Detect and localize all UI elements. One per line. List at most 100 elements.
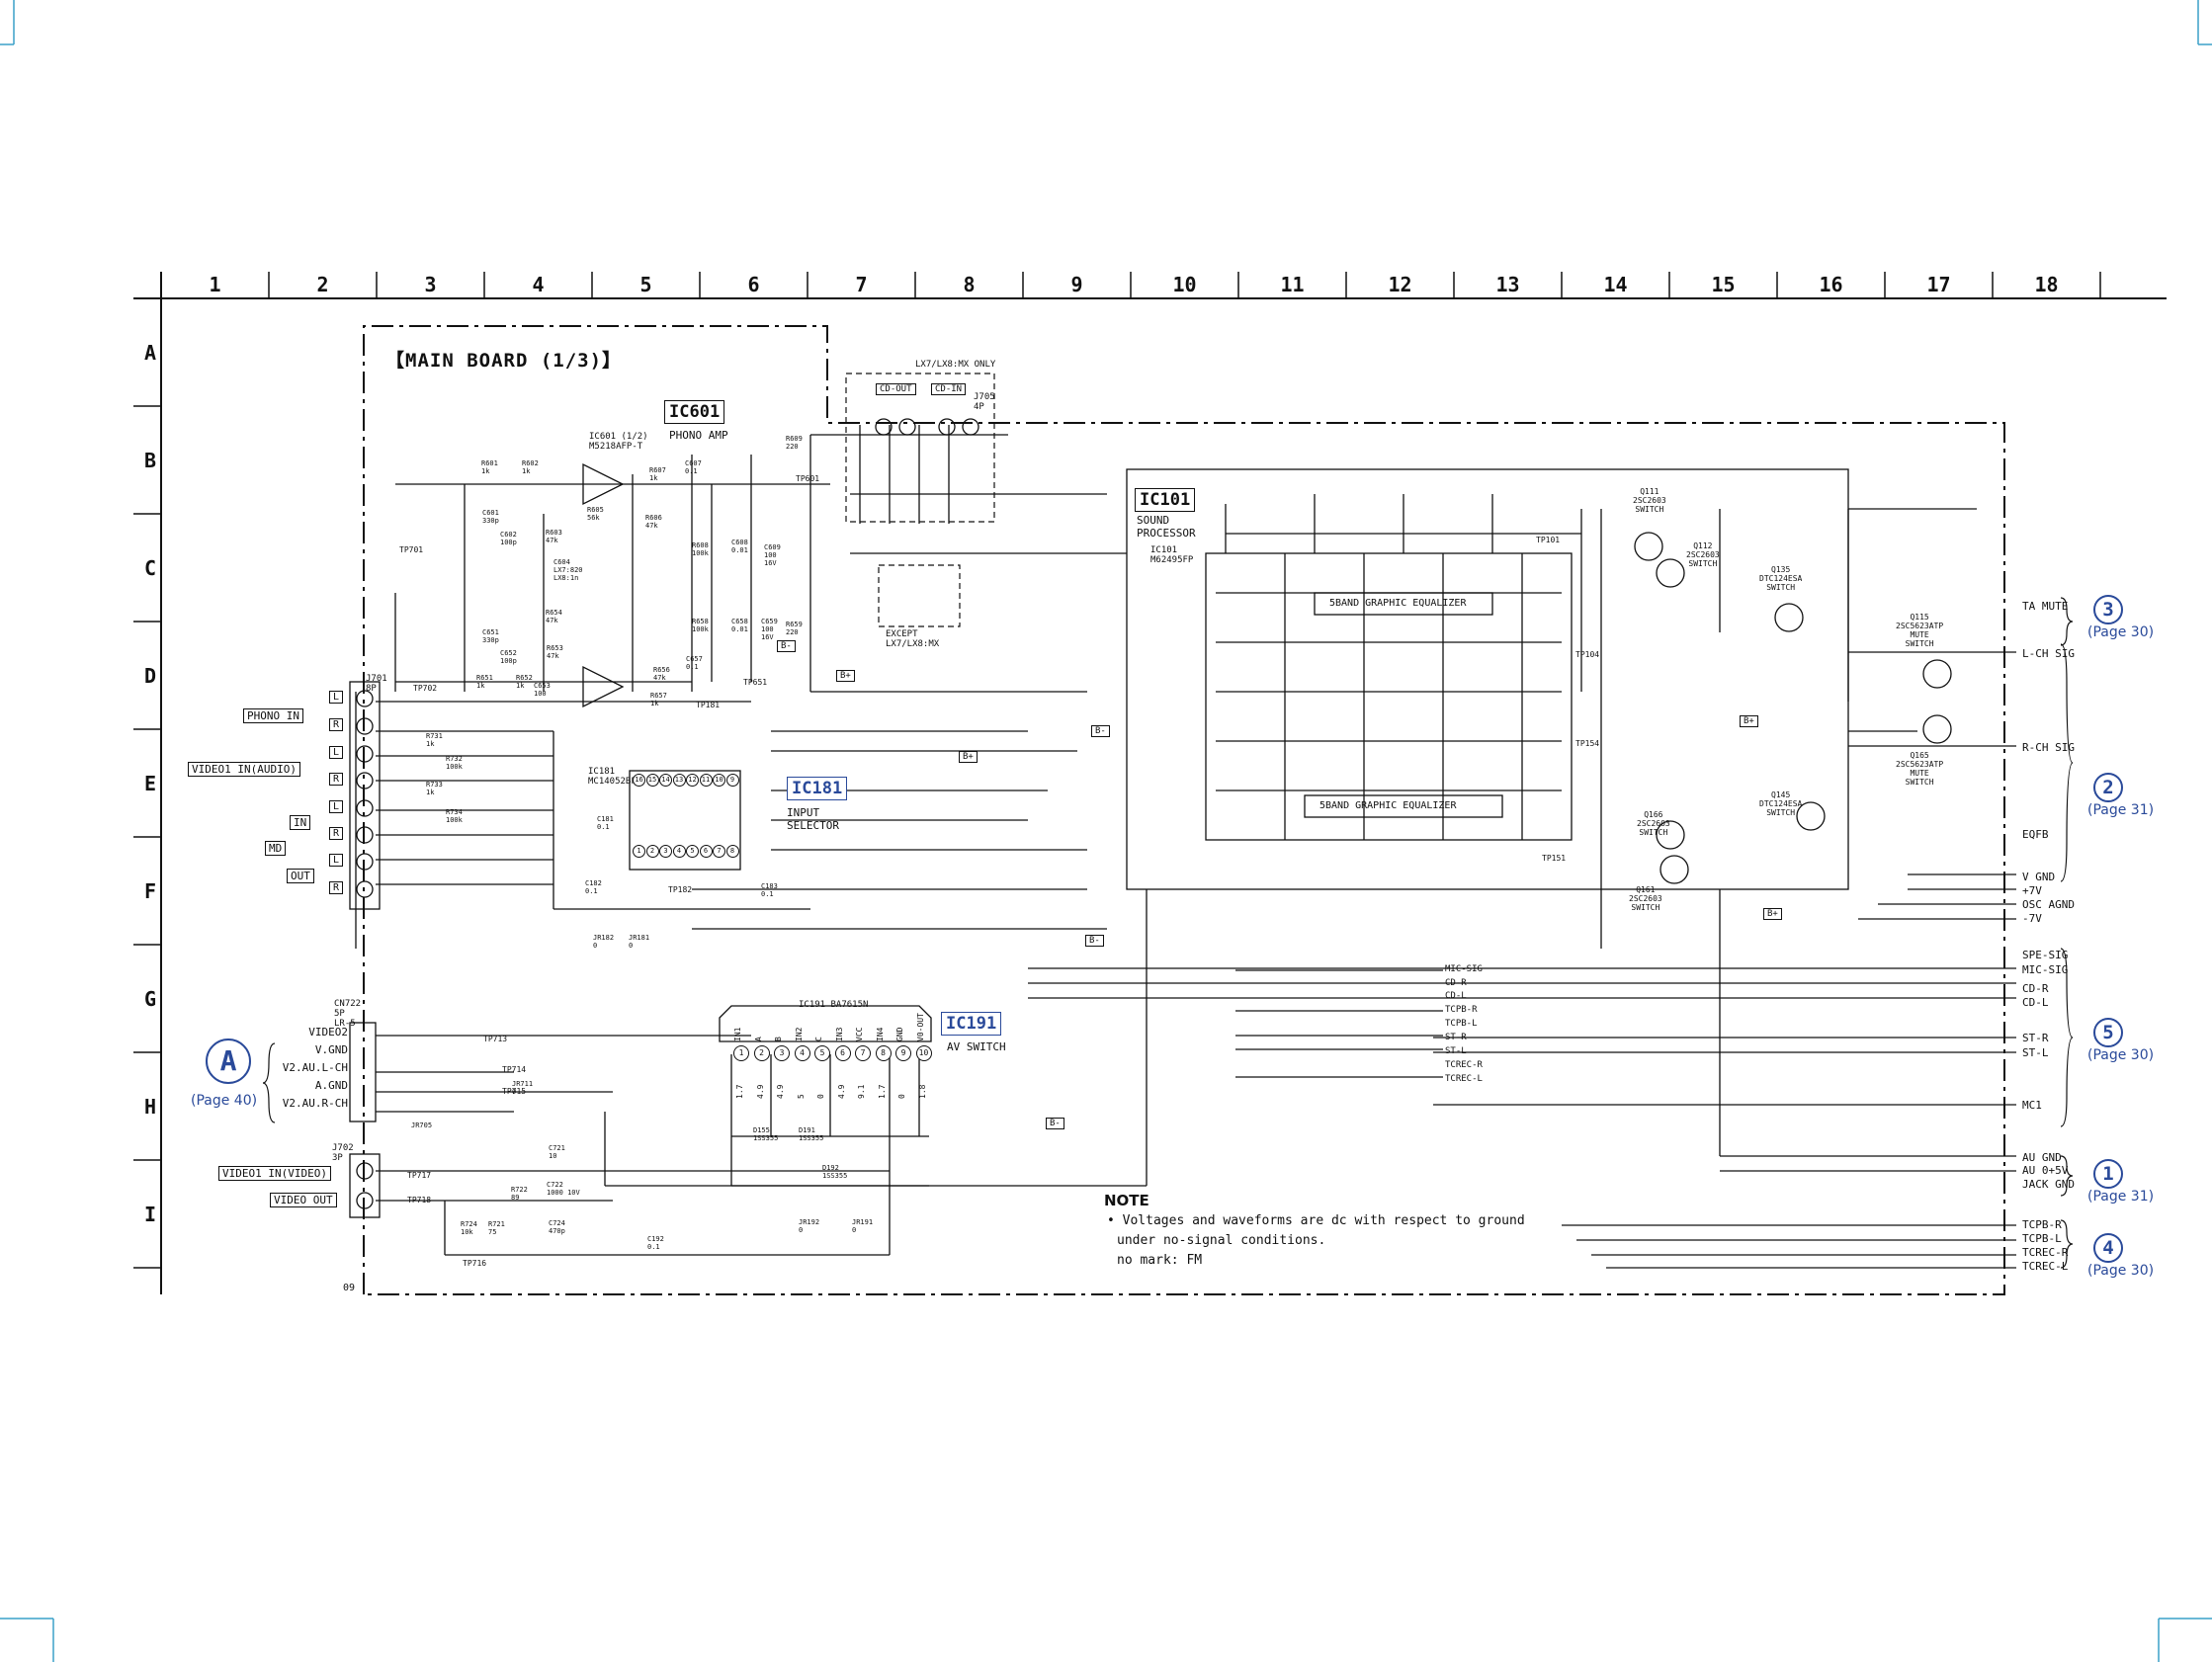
ic601-part: IC601 (1/2) M5218AFP-T — [589, 432, 648, 452]
power-line-label: -7V — [2022, 912, 2042, 925]
right-signal-label: SPE-SIG — [2022, 949, 2069, 961]
transistor-label: Q135 DTC124ESA SWITCH — [1759, 565, 1803, 592]
resistor-label: R651 1k — [476, 674, 493, 690]
right-connector-page-2: (Page 31) — [2087, 802, 2155, 818]
eq-block-lower: 5BAND GRAPHIC EQUALIZER — [1319, 800, 1457, 811]
transistor-label: Q161 2SC2603 SWITCH — [1629, 885, 1662, 912]
jumper-label: JR705 — [411, 1122, 433, 1129]
ic191-pin-voltage: 4.9 — [776, 1084, 785, 1099]
ic181-bottom-pin: 7 — [713, 845, 725, 858]
resistor-label: R659 220 — [786, 621, 803, 636]
right-connector-badge-5: 5 — [2093, 1018, 2123, 1047]
jack-l-label: L — [329, 691, 344, 704]
connector-a-signal: V2.AU.L-CH — [282, 1061, 348, 1074]
ic191-pin-number: 9 — [895, 1045, 911, 1061]
transistor-label: Q166 2SC2603 SWITCH — [1637, 810, 1670, 837]
transistor-label: Q145 DTC124ESA SWITCH — [1759, 790, 1803, 817]
md-in-label: IN — [290, 815, 311, 830]
right-connector-page-5: (Page 30) — [2087, 1047, 2155, 1063]
diode-label: D155 1SS355 — [753, 1126, 779, 1142]
test-point-label: TP181 — [696, 701, 721, 709]
ic181-part: IC181 MC14052BF — [588, 767, 637, 787]
board-title: 【MAIN BOARD (1/3)】 — [385, 350, 623, 372]
resistor-label: R732 100k — [446, 755, 463, 771]
inner-signal-label: CD-R — [1445, 978, 1467, 988]
column-14: 14 — [1603, 273, 1628, 296]
ic191-name: IC191 — [941, 1012, 1002, 1036]
right-connector-badge-4: 4 — [2093, 1233, 2123, 1263]
ic191-pin-voltage: 1.8 — [917, 1084, 927, 1099]
ic191-pin-voltage: 1.7 — [877, 1084, 887, 1099]
jack-l-label: L — [329, 746, 344, 759]
ic191-pin-number: 10 — [915, 1045, 932, 1061]
test-point-label: TP714 — [502, 1065, 527, 1074]
b-supply-label: B- — [777, 640, 796, 652]
right-signal-label: TA MUTE — [2022, 600, 2069, 613]
test-point-label: TP713 — [483, 1035, 508, 1043]
ic191-pin-name: VCC — [855, 1027, 864, 1041]
column-16: 16 — [1819, 273, 1843, 296]
column-15: 15 — [1711, 273, 1736, 296]
b-supply-label: B+ — [1763, 908, 1782, 920]
capacitor-label: C604 LX7:820 LX8:1n — [553, 558, 583, 582]
inner-signal-label: TCREC-R — [1445, 1060, 1483, 1070]
md-out-label: OUT — [287, 869, 314, 883]
lx-cd-in: CD-IN — [931, 383, 967, 395]
ic191-pin-voltage: 0 — [897, 1094, 906, 1099]
capacitor-label: C192 0.1 — [647, 1235, 664, 1251]
resistor-label: R731 1k — [426, 732, 443, 748]
ic181-bottom-pin: 2 — [645, 845, 659, 858]
column-9: 9 — [1070, 273, 1083, 296]
ic101-name: IC101 — [1135, 488, 1196, 512]
ic191-pin-name: C — [814, 1037, 823, 1041]
phono-in-label: PHONO IN — [243, 708, 303, 723]
ic191-pin-voltage: 5 — [796, 1094, 806, 1099]
ic601-name: IC601 — [664, 400, 725, 424]
inner-signal-label: TCPB-R — [1445, 1005, 1478, 1015]
capacitor-label: C181 0.1 — [597, 815, 614, 831]
transistor-label: Q111 2SC2603 SWITCH — [1633, 487, 1666, 514]
ic181-bottom-pin: 8 — [725, 845, 739, 858]
transistor-label: Q165 2SC5623ATP MUTE SWITCH — [1896, 751, 1944, 787]
ic191-pin-voltage: 9.1 — [857, 1084, 866, 1099]
resistor-label: R601 1k — [481, 459, 498, 475]
capacitor-label: C183 0.1 — [761, 882, 778, 898]
connector-a-page: (Page 40) — [191, 1093, 258, 1109]
b-supply-label: B+ — [959, 751, 978, 763]
ic191-pin-name: IN3 — [834, 1027, 844, 1041]
diode-label: D191 1SS355 — [799, 1126, 824, 1142]
right-signal-label: EQFB — [2022, 828, 2049, 841]
jumper-label: JR711 0 — [512, 1080, 534, 1096]
test-point-label: TP182 — [668, 885, 693, 894]
ic191-pin-name: B — [774, 1037, 783, 1041]
right-signal-label: AU GND — [2022, 1151, 2062, 1164]
row-F: F — [143, 878, 157, 903]
right-connector-page-1: (Page 31) — [2087, 1189, 2155, 1205]
resistor-label: R607 1k — [649, 466, 666, 482]
column-12: 12 — [1388, 273, 1412, 296]
right-signal-label: ST-R — [2022, 1032, 2049, 1044]
ic191-pin-voltage: 4.9 — [836, 1084, 846, 1099]
row-H: H — [143, 1094, 157, 1119]
ic191-pin-name: IN1 — [733, 1027, 742, 1041]
right-signal-label: TCREC-R — [2022, 1246, 2069, 1259]
capacitor-label: C607 0.1 — [685, 459, 702, 475]
right-signal-label: MIC-SIG — [2022, 963, 2069, 976]
test-point-label: TP717 — [407, 1171, 432, 1180]
connector-a-signal: A.GND — [314, 1079, 348, 1092]
connector-a-signal: V2.AU.R-CH — [282, 1097, 348, 1110]
row-G: G — [143, 986, 157, 1011]
resistor-label: R605 56k — [587, 506, 604, 522]
jack-l-label: L — [329, 854, 344, 867]
right-connector-page-4: (Page 30) — [2087, 1263, 2155, 1279]
transistor-label: Q115 2SC5623ATP MUTE SWITCH — [1896, 613, 1944, 648]
resistor-label: R722 89 — [511, 1186, 528, 1202]
resistor-label: R606 47k — [645, 514, 662, 530]
lx-box-title: LX7/LX8:MX ONLY — [915, 360, 996, 370]
capacitor-label: C182 0.1 — [585, 879, 602, 895]
capacitor-label: C657 0.1 — [686, 655, 703, 671]
column-5: 5 — [639, 273, 652, 296]
test-point-label: TP101 — [1536, 536, 1561, 544]
right-signal-label: TCREC-L — [2022, 1260, 2069, 1273]
right-signal-label: CD-R — [2022, 982, 2049, 995]
